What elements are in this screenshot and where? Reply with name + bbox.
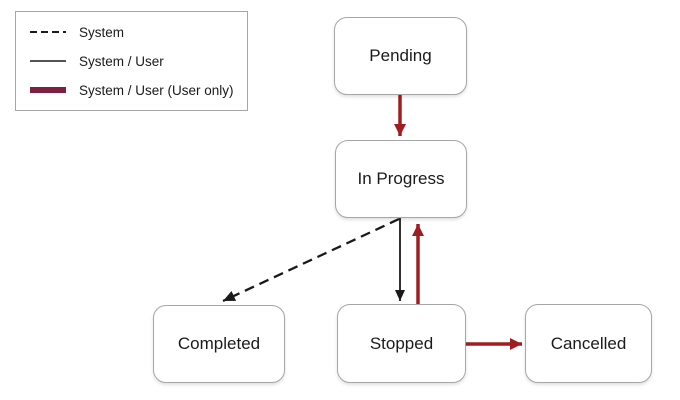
legend-label: System / User (User only) <box>79 82 234 98</box>
legend: System System / User System / User (User… <box>15 11 248 111</box>
legend-item-system-user: System / User <box>30 50 247 72</box>
legend-item-system: System <box>30 21 247 43</box>
edge-in-progress-to-completed <box>222 217 400 303</box>
state-node-cancelled: Cancelled <box>525 304 652 383</box>
state-label: Stopped <box>369 333 434 353</box>
state-node-in-progress: In Progress <box>335 140 467 218</box>
state-node-stopped: Stopped <box>337 304 466 383</box>
state-label: Cancelled <box>550 333 627 353</box>
dashed-line-sample <box>30 31 66 33</box>
state-node-completed: Completed <box>153 305 285 383</box>
thick-line-sample <box>30 87 66 93</box>
legend-item-system-user-only: System / User (User only) <box>30 79 247 101</box>
solid-line-sample <box>30 60 66 62</box>
legend-label: System / User <box>79 53 164 69</box>
state-label: Pending <box>369 46 432 65</box>
legend-label: System <box>79 24 125 40</box>
state-label: In Progress <box>357 169 445 188</box>
state-node-pending: Pending <box>334 17 467 95</box>
state-label: Completed <box>177 334 261 353</box>
